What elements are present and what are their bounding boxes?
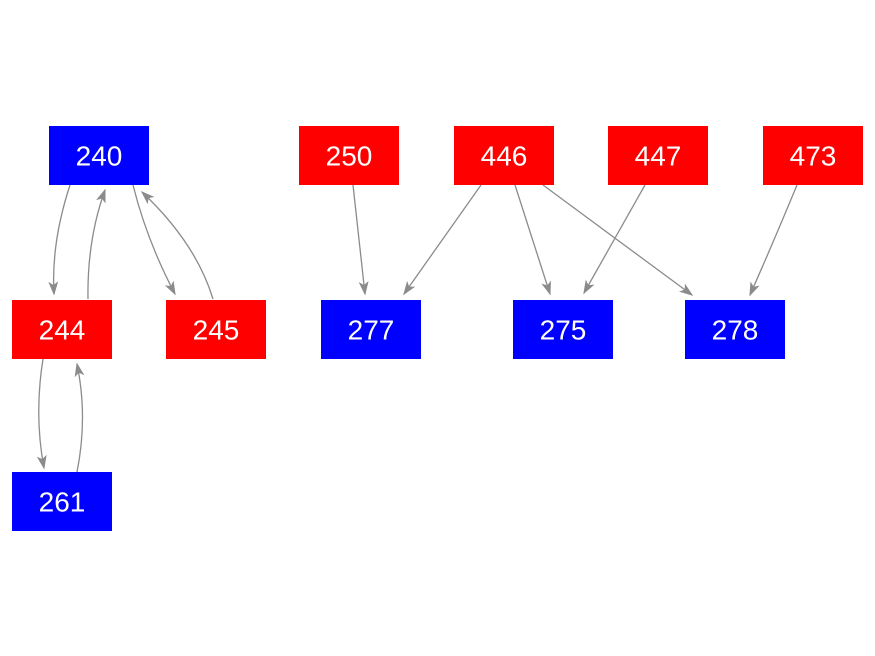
graph-edge-473-to-278 xyxy=(749,184,798,297)
graph-node-277: 277 xyxy=(321,300,421,359)
graph-node-245: 245 xyxy=(166,300,266,359)
graph-node-box-447 xyxy=(608,126,708,185)
graph-edge-447-to-275 xyxy=(583,184,646,295)
graph-node-box-244 xyxy=(12,300,112,359)
graph-node-box-275 xyxy=(513,300,613,359)
graph-node-label-250: 250 xyxy=(326,141,373,172)
edges-layer xyxy=(36,184,798,473)
graph-node-275: 275 xyxy=(513,300,613,359)
graph-node-250: 250 xyxy=(299,126,399,185)
graph-node-label-277: 277 xyxy=(348,315,395,346)
graph-node-261: 261 xyxy=(12,472,112,531)
graph-node-473: 473 xyxy=(763,126,863,185)
graph-node-label-244: 244 xyxy=(39,315,86,346)
graph-node-label-446: 446 xyxy=(481,141,528,172)
graph-node-box-240 xyxy=(49,126,149,185)
graph-node-278: 278 xyxy=(685,300,785,359)
graph-node-label-447: 447 xyxy=(635,141,682,172)
graph-edge-446-to-278 xyxy=(542,184,694,296)
graph-node-240: 240 xyxy=(49,126,149,185)
graph-node-box-277 xyxy=(321,300,421,359)
graph-edge-446-to-275 xyxy=(514,184,551,296)
graph-edge-446-to-277 xyxy=(403,184,482,296)
graph-edge-245-to-240 xyxy=(140,190,214,300)
graph-node-label-240: 240 xyxy=(76,141,123,172)
graph-node-label-278: 278 xyxy=(712,315,759,346)
graph-node-box-473 xyxy=(763,126,863,185)
graph-edge-261-to-244 xyxy=(74,362,85,473)
graph-edge-250-to-277 xyxy=(352,184,369,296)
graph-node-label-261: 261 xyxy=(39,487,86,518)
graph-node-label-473: 473 xyxy=(790,141,837,172)
graph-node-label-275: 275 xyxy=(540,315,587,346)
graph-node-447: 447 xyxy=(608,126,708,185)
graph-node-box-446 xyxy=(454,126,554,185)
graph-node-box-278 xyxy=(685,300,785,359)
graph-node-label-245: 245 xyxy=(193,315,240,346)
graph-edge-240-to-245 xyxy=(132,184,176,296)
graph-edge-240-to-244 xyxy=(48,184,71,296)
graph-node-box-261 xyxy=(12,472,112,531)
graph-node-446: 446 xyxy=(454,126,554,185)
graph-edge-244-to-261 xyxy=(36,358,47,470)
graph-node-244: 244 xyxy=(12,300,112,359)
nodes-layer: 240 250 446 447 473 244 245 277 275 278 261 xyxy=(12,126,863,531)
graph-edge-244-to-240 xyxy=(87,188,106,300)
graph-node-box-250 xyxy=(299,126,399,185)
graph-node-box-245 xyxy=(166,300,266,359)
